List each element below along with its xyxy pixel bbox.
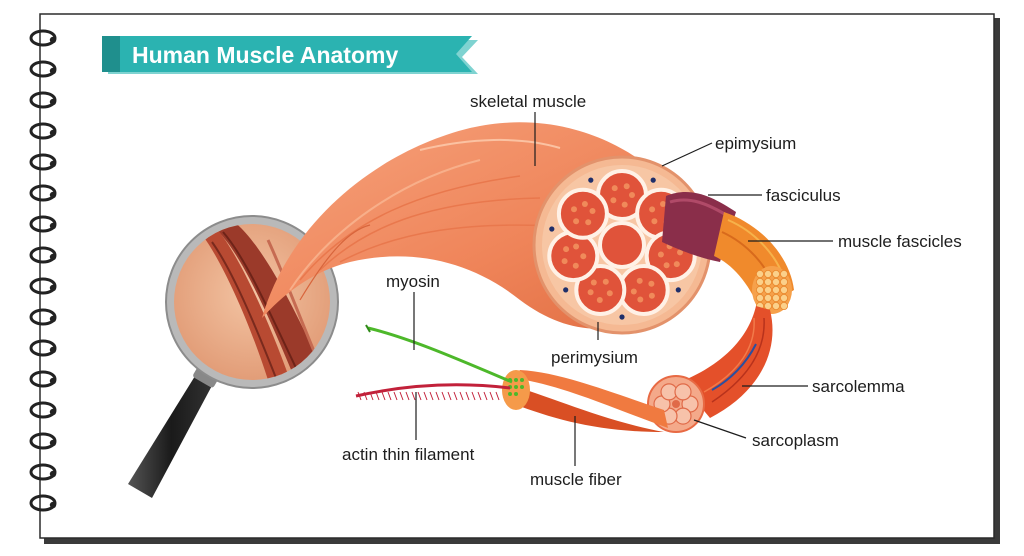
diagram-labels: skeletal muscle epimysium fasciculus mus… (342, 92, 962, 489)
muscle-cross-section (532, 155, 712, 335)
page-title: Human Muscle Anatomy (132, 42, 398, 68)
label-muscle-fiber: muscle fiber (530, 470, 622, 489)
spiral-binding-icon (29, 29, 57, 512)
title-banner: Human Muscle Anatomy (102, 36, 478, 74)
spiral-ring-icon (29, 308, 57, 326)
sarcolemma-bundle (647, 306, 773, 433)
spiral-ring-icon (29, 184, 57, 202)
label-epimysium: epimysium (715, 134, 796, 153)
spiral-ring-icon (29, 91, 57, 109)
actin-thin-filament (355, 383, 511, 401)
spiral-ring-icon (29, 463, 57, 481)
spiral-ring-icon (29, 215, 57, 233)
spiral-ring-icon (29, 60, 57, 78)
spiral-ring-icon (29, 494, 57, 512)
label-fasciculus: fasciculus (766, 186, 841, 205)
spiral-ring-icon (29, 432, 57, 450)
label-skeletal-muscle: skeletal muscle (470, 92, 586, 111)
label-actin-thin-filament: actin thin filament (342, 445, 475, 464)
spiral-ring-icon (29, 246, 57, 264)
label-muscle-fascicles: muscle fascicles (838, 232, 962, 251)
spiral-ring-icon (29, 370, 57, 388)
spiral-ring-icon (29, 153, 57, 171)
myosin-filament (365, 324, 513, 384)
spiral-ring-icon (29, 122, 57, 140)
spiral-ring-icon (29, 401, 57, 419)
sarcoplasm-cells (653, 383, 699, 425)
leader-lines (413, 112, 833, 466)
label-sarcoplasm: sarcoplasm (752, 431, 839, 450)
muscle-fascicles-shape (714, 212, 794, 314)
spiral-ring-icon (29, 29, 57, 47)
label-perimysium: perimysium (551, 348, 638, 367)
spiral-ring-icon (29, 277, 57, 295)
label-sarcolemma: sarcolemma (812, 377, 905, 396)
fascicle-fibers (756, 269, 789, 310)
label-myosin: myosin (386, 272, 440, 291)
perimysium-bundles (547, 169, 697, 320)
spiral-ring-icon (29, 339, 57, 357)
